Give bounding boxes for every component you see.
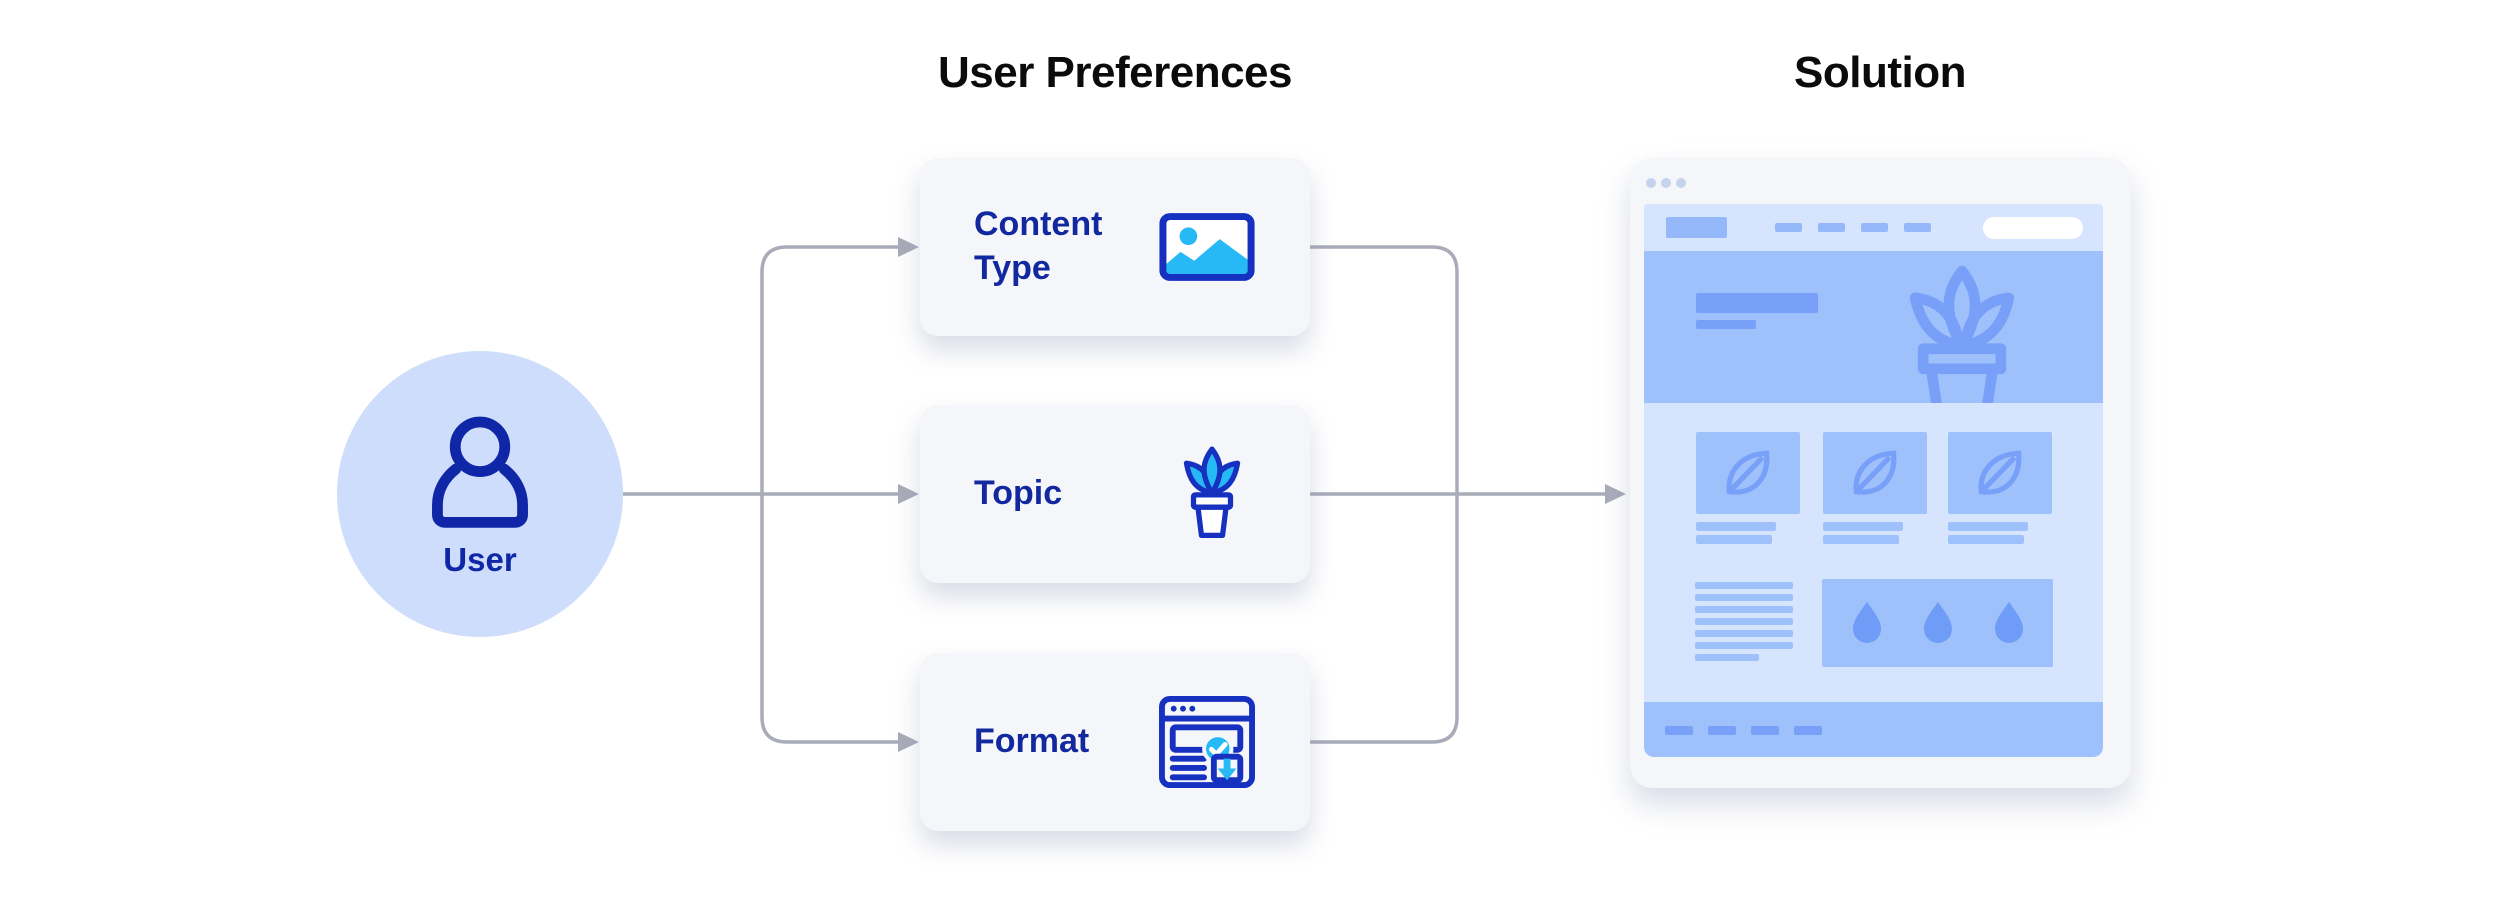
arrowhead-top — [898, 237, 919, 257]
mock-card-3 — [1948, 432, 2052, 514]
mock-content-section — [1644, 403, 2103, 702]
potted-plant-icon — [1183, 446, 1241, 538]
connector-right-top — [1310, 245, 1459, 494]
potted-plant-illustration — [1909, 265, 2015, 403]
window-dots-icon — [1646, 178, 1686, 188]
droplet-icon — [1994, 602, 2023, 643]
solution-title: Solution — [1794, 48, 1966, 97]
connector-branch-top — [760, 245, 898, 494]
mock-nav-links — [1775, 223, 1931, 232]
mock-footer-links — [1665, 726, 1822, 735]
mock-feature-box — [1822, 579, 2053, 667]
leaf-icon — [1853, 450, 1897, 495]
mock-caption-line — [1823, 535, 1899, 544]
mock-search-pill — [1983, 217, 2083, 239]
card-content-type-label: Content Type — [974, 205, 1103, 287]
mock-navbar — [1644, 204, 2103, 251]
card-format-label: Format — [974, 722, 1090, 761]
mock-caption-line — [1948, 522, 2028, 531]
arrowhead-bottom — [898, 732, 919, 752]
browser-check-icon — [1159, 695, 1255, 789]
mock-hero — [1644, 251, 2103, 403]
person-icon — [432, 416, 528, 528]
user-label: User — [443, 541, 517, 578]
mock-card-1 — [1696, 432, 1800, 514]
leaf-icon — [1726, 450, 1770, 495]
card-topic: Topic — [920, 405, 1310, 583]
droplet-icon — [1923, 602, 1952, 643]
mock-paragraph-lines — [1695, 582, 1793, 661]
preferences-title: User Preferences — [937, 48, 1293, 97]
card-format: Format — [920, 653, 1310, 831]
mock-webpage — [1644, 204, 2103, 757]
image-icon — [1159, 213, 1255, 281]
mock-caption-line — [1696, 522, 1776, 531]
connector-right-bottom — [1310, 494, 1459, 744]
leaf-icon — [1978, 450, 2022, 495]
connector-branch-bottom — [760, 494, 898, 744]
click-hand-icon — [1217, 758, 1237, 781]
mock-card-2 — [1823, 432, 1927, 514]
mock-caption-line — [1696, 535, 1772, 544]
arrowhead-solution — [1605, 484, 1626, 504]
mock-footer — [1644, 702, 2103, 757]
card-topic-label: Topic — [974, 474, 1063, 513]
card-content-type: Content Type — [920, 158, 1310, 336]
solution-mockup — [1630, 158, 2131, 788]
mock-logo-block — [1666, 217, 1727, 238]
mock-caption-line — [1823, 522, 1903, 531]
mock-hero-subheading-bar — [1696, 320, 1756, 329]
mock-hero-heading-bar — [1696, 293, 1818, 313]
user-node: User — [337, 351, 623, 637]
droplet-icon — [1852, 602, 1881, 643]
mock-caption-line — [1948, 535, 2024, 544]
arrowhead-middle — [898, 484, 919, 504]
